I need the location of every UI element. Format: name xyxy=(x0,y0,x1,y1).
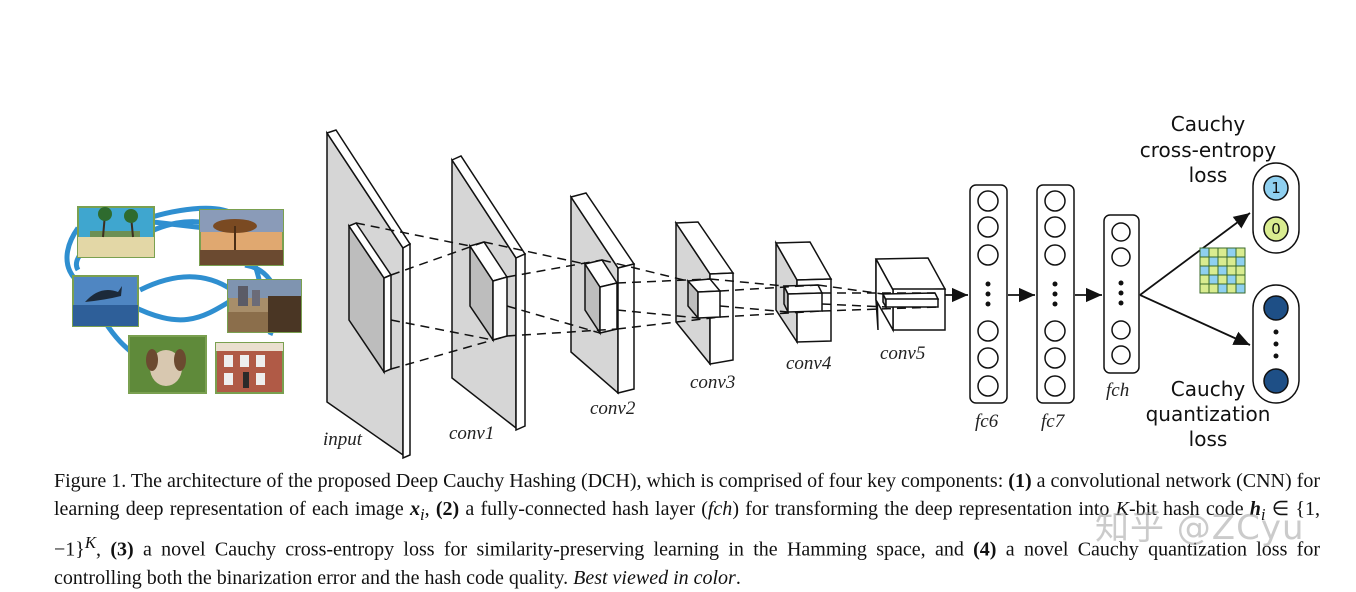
svg-text:cross-entropy: cross-entropy xyxy=(1140,138,1277,162)
layer-fc7 xyxy=(1036,184,1075,404)
similarity-cell xyxy=(1208,283,1219,294)
similarity-matrix-icon xyxy=(1199,247,1246,294)
similarity-cell xyxy=(1199,247,1210,258)
similarity-cell xyxy=(1208,274,1219,285)
layer-fch xyxy=(1103,214,1140,374)
svg-text:loss: loss xyxy=(1189,427,1228,451)
label-input: input xyxy=(323,429,363,450)
hash-node-bottom xyxy=(1263,368,1289,394)
photo-whale xyxy=(72,275,139,327)
similarity-cell xyxy=(1226,274,1237,285)
similarity-cell xyxy=(1199,274,1210,285)
similarity-cell xyxy=(1208,256,1219,267)
layer-conv5 xyxy=(874,257,947,333)
label-conv2: conv2 xyxy=(590,398,636,419)
similarity-cell xyxy=(1226,265,1237,276)
similarity-cell xyxy=(1235,283,1246,294)
label-fch: fch xyxy=(1106,380,1129,401)
svg-text:loss: loss xyxy=(1189,163,1228,187)
image-similarity-graph xyxy=(64,205,302,394)
similarity-cell xyxy=(1226,283,1237,294)
photo-harbor-city xyxy=(227,279,302,333)
label-fc6: fc6 xyxy=(975,411,999,432)
photo-sunset-umbrellas xyxy=(199,209,284,266)
similarity-cell xyxy=(1208,265,1219,276)
photo-building xyxy=(215,342,284,394)
similarity-cell xyxy=(1199,265,1210,276)
bit-one-label: 1 xyxy=(1271,179,1281,197)
layer-fc6 xyxy=(969,184,1008,404)
label-quantization-loss: Cauchy quantization loss xyxy=(1146,377,1271,451)
layer-conv3 xyxy=(674,220,735,367)
cross-entropy-output xyxy=(1252,162,1300,254)
label-conv5: conv5 xyxy=(880,343,925,364)
similarity-cell xyxy=(1217,265,1228,276)
similarity-cell xyxy=(1208,247,1219,258)
label-cross-entropy-loss: Cauchy cross-entropy loss xyxy=(1140,112,1277,187)
label-fc7: fc7 xyxy=(1041,411,1066,432)
fc-layers xyxy=(969,184,1140,404)
layer-conv4 xyxy=(774,240,833,345)
svg-text:Cauchy: Cauchy xyxy=(1171,112,1246,136)
watermark: 知乎 @ZCyu xyxy=(1095,508,1305,548)
similarity-cell xyxy=(1217,283,1228,294)
similarity-cell xyxy=(1226,256,1237,267)
receptive-field-lines xyxy=(355,222,939,370)
label-conv4: conv4 xyxy=(786,353,832,374)
flow-arrows xyxy=(945,212,1251,346)
similarity-cell xyxy=(1235,256,1246,267)
similarity-cell xyxy=(1199,283,1210,294)
layer-conv2 xyxy=(569,192,636,395)
svg-text:Cauchy: Cauchy xyxy=(1171,377,1246,401)
svg-text:quantization: quantization xyxy=(1146,402,1271,426)
cnn-layers xyxy=(325,129,947,460)
quantization-output xyxy=(1252,284,1300,404)
bit-one-node xyxy=(1263,175,1289,201)
similarity-cell xyxy=(1217,256,1228,267)
photo-dog xyxy=(128,335,207,394)
bit-zero-node xyxy=(1263,216,1289,242)
similarity-cell xyxy=(1235,247,1246,258)
similarity-cell xyxy=(1217,274,1228,285)
similarity-cell xyxy=(1199,256,1210,267)
label-conv3: conv3 xyxy=(690,372,735,393)
similarity-cell xyxy=(1235,265,1246,276)
figure-caption: Figure 1. The architecture of the propos… xyxy=(54,470,1320,589)
similarity-cell xyxy=(1217,247,1228,258)
label-conv1: conv1 xyxy=(449,423,494,444)
bit-zero-label: 0 xyxy=(1271,220,1281,238)
hash-node-top xyxy=(1263,295,1289,321)
layer-conv1 xyxy=(450,155,527,432)
layer-input xyxy=(325,129,412,460)
similarity-cell xyxy=(1226,247,1237,258)
architecture-diagram: 1 0 input conv1 conv2 conv3 conv4 conv5 … xyxy=(64,112,1300,460)
similarity-cell xyxy=(1235,274,1246,285)
photo-beach xyxy=(77,206,155,258)
